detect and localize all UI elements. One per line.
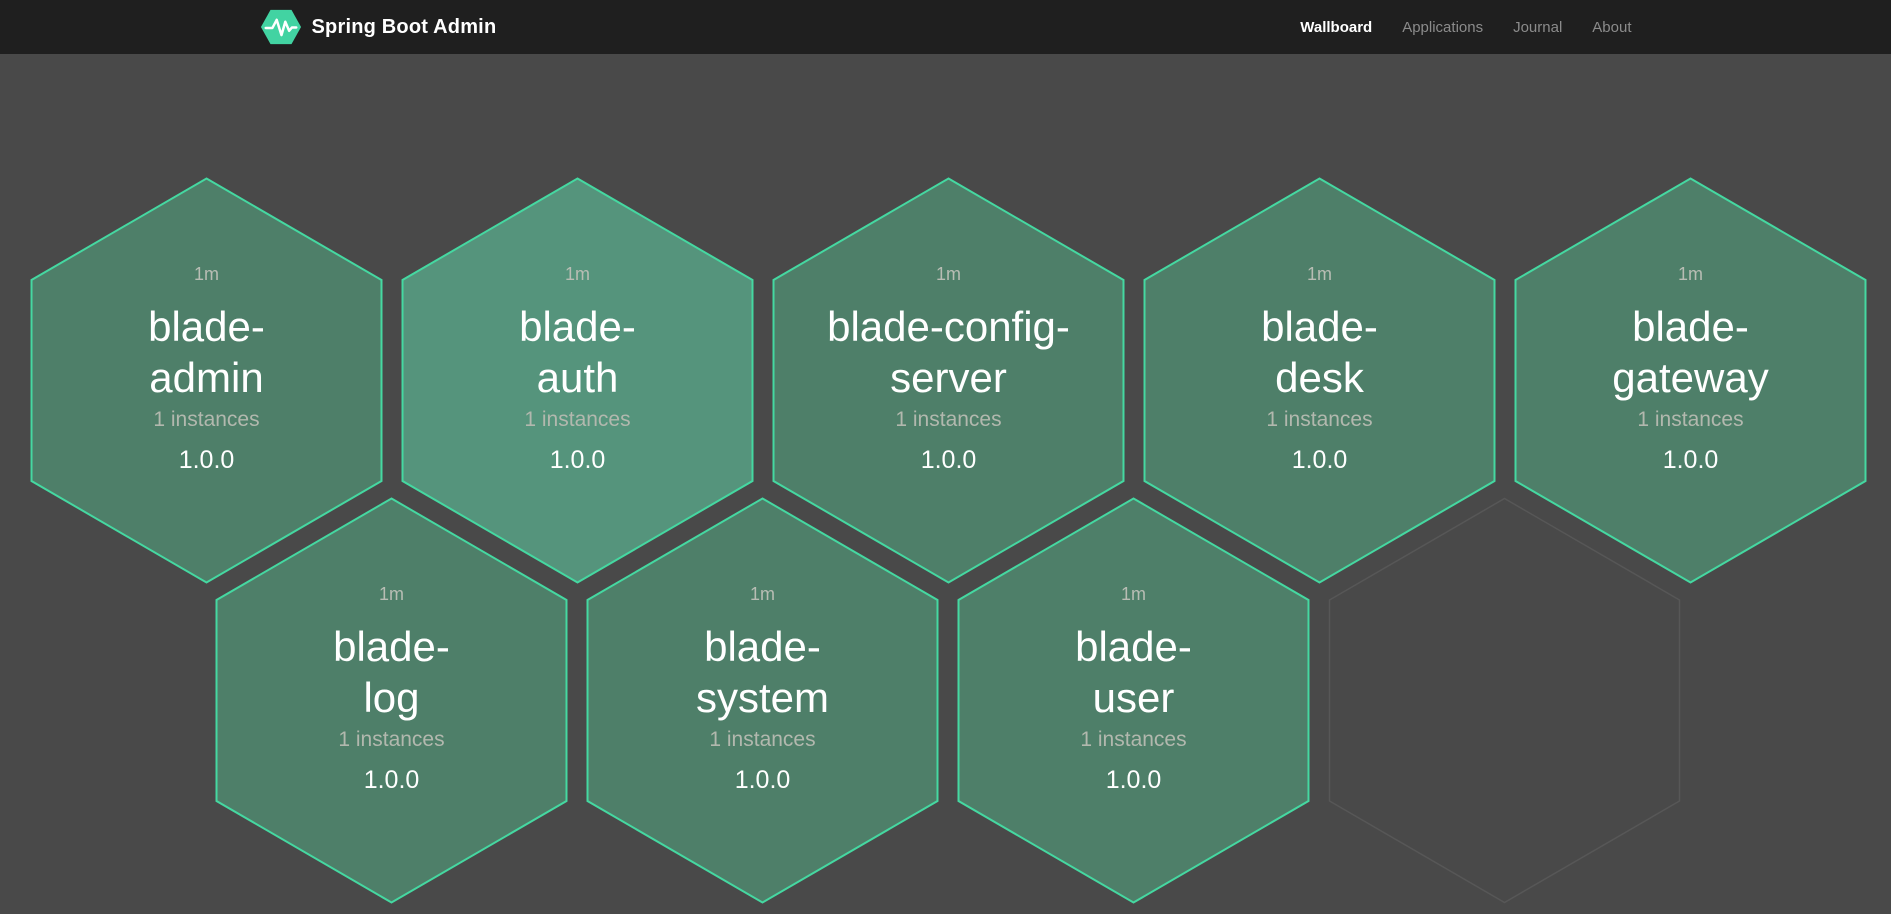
- hexagon-shape: [772, 177, 1125, 584]
- hexagon-shape: [401, 177, 754, 584]
- app-header: Spring Boot Admin Wallboard Applications J…: [0, 0, 1891, 54]
- brand[interactable]: Spring Boot Admin: [260, 8, 497, 46]
- nav-item-wallboard[interactable]: Wallboard: [1300, 18, 1373, 36]
- nav-item-about[interactable]: About: [1592, 18, 1632, 36]
- hexagon-shape: [1514, 177, 1867, 584]
- header-nav: Wallboard Applications Journal About: [1300, 19, 1631, 36]
- hexagon-empty-slot: [1328, 497, 1681, 904]
- pulse-hexagon-icon: [260, 9, 301, 45]
- hexagon-shape: [30, 177, 383, 584]
- hexagon-shape: [1143, 177, 1496, 584]
- hexagon-shape: [586, 497, 939, 904]
- header-container: Spring Boot Admin Wallboard Applications J…: [260, 0, 1632, 54]
- hexagon-shape: [215, 497, 568, 904]
- nav-item-applications[interactable]: Applications: [1402, 18, 1484, 36]
- nav-item-journal[interactable]: Journal: [1513, 18, 1563, 36]
- brand-title: Spring Boot Admin: [311, 15, 497, 38]
- empty-hexagon-shape: [1328, 497, 1681, 904]
- hexagon-shape: [957, 497, 1310, 904]
